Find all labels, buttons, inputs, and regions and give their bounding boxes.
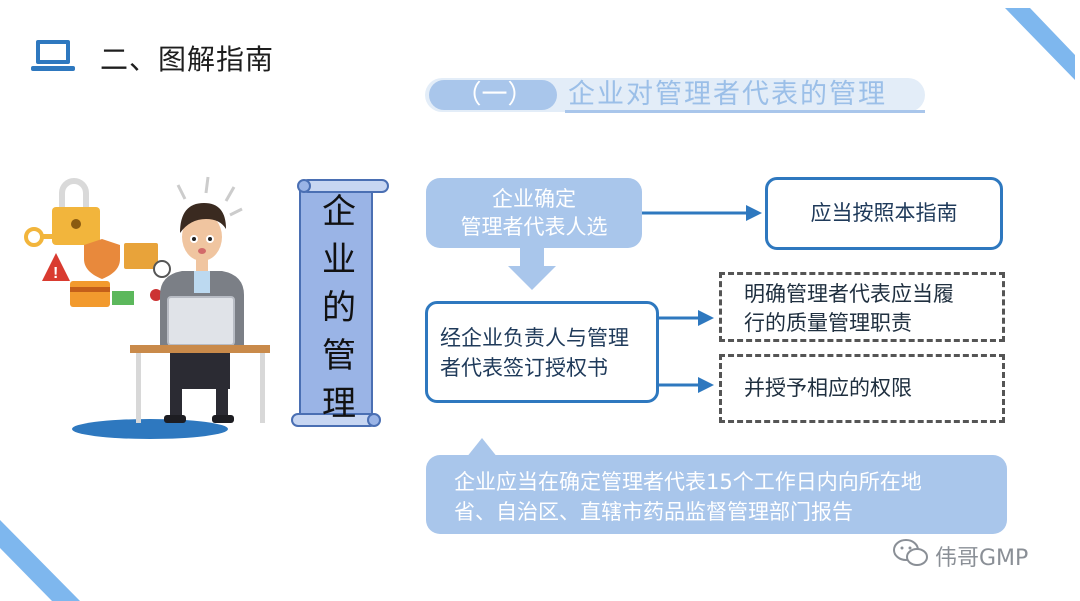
laptop-icon	[31, 40, 75, 71]
svg-text:!: !	[53, 265, 58, 282]
arrow-down-icon	[508, 248, 556, 290]
credit-card-icon	[70, 281, 110, 307]
cash-icon	[112, 291, 134, 305]
scroll-text: 企 业 的 管 理	[314, 188, 364, 428]
top-right-stripe	[1005, 8, 1075, 80]
bottom-left-stripe	[0, 520, 80, 601]
warning-icon	[42, 253, 70, 281]
shield-icon	[84, 239, 120, 279]
scroll-char: 理	[322, 384, 356, 424]
scroll-char: 业	[322, 240, 356, 280]
callout-pointer	[466, 438, 498, 458]
stressed-worker-illustration: !	[24, 176, 270, 439]
flow-box-line: 经企业负责人与管理	[440, 326, 629, 350]
chip-icon	[150, 289, 162, 301]
scroll-char: 企	[322, 192, 356, 232]
wechat-icon	[893, 539, 928, 566]
flow-box-line: 者代表签订授权书	[440, 356, 608, 380]
scroll-char: 管	[322, 336, 356, 376]
flow-box-line: 省、自治区、直辖市药品监督管理部门报告	[454, 500, 853, 524]
arrow-right-icon	[698, 377, 714, 393]
page-title: 二、图解指南	[100, 43, 275, 76]
flow-box-grant-authority: 并授予相应的权限	[719, 354, 1005, 423]
section-title: 企业对管理者代表的管理	[568, 79, 887, 110]
desk	[130, 345, 270, 353]
flow-box-line: 企业应当在确定管理者代表15个工作日内向所在地	[454, 470, 922, 494]
skull-icon	[153, 260, 171, 278]
arrow-right-icon	[746, 205, 762, 221]
section-label: （一）	[455, 80, 534, 110]
flow-box-define-duties: 明确管理者代表应当履 行的质量管理职责	[719, 272, 1005, 342]
arrow-right-icon	[698, 310, 714, 326]
flow-box-select-rep: 企业确定 管理者代表人选	[426, 178, 642, 248]
key-icon	[24, 227, 72, 247]
flow-box-line: 行的质量管理职责	[744, 311, 912, 335]
section-pill	[425, 78, 925, 113]
flow-box-sign-authorization: 经企业负责人与管理 者代表签订授权书	[425, 301, 659, 403]
folder-icon	[124, 243, 158, 269]
scroll-char: 的	[322, 288, 356, 328]
flow-box-line: 管理者代表人选	[460, 215, 608, 239]
watermark-text: 伟哥GMP	[935, 546, 1029, 571]
flow-box-report-note: 企业应当在确定管理者代表15个工作日内向所在地 省、自治区、直辖市药品监督管理部…	[426, 455, 1007, 534]
flow-box-follow-guide: 应当按照本指南	[765, 177, 1003, 250]
flow-box-line: 明确管理者代表应当履	[744, 282, 954, 306]
scroll-banner	[291, 179, 389, 427]
flow-box-line: 企业确定	[492, 187, 576, 211]
